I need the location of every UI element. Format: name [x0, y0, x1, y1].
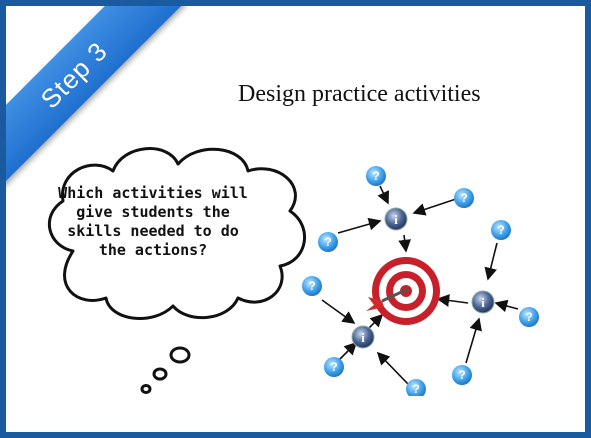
svg-text:?: ?: [497, 223, 504, 237]
info-bubble-icon: i: [351, 325, 375, 349]
thought-cloud: [47, 147, 306, 320]
svg-text:?: ?: [412, 382, 419, 396]
slide-title: Design practice activities: [238, 81, 481, 107]
svg-text:i: i: [481, 295, 485, 310]
svg-text:i: i: [394, 212, 398, 227]
question-mark-bubble-icon: ?: [302, 276, 322, 296]
question-mark-bubble-icon: ?: [519, 307, 539, 327]
thought-bubble: [47, 147, 306, 394]
info-bubble-icon: i: [384, 207, 408, 231]
svg-text:?: ?: [324, 235, 331, 249]
slide: Step 3 Design practice activities Which …: [6, 6, 585, 432]
question-mark-bubble-icon: ?: [324, 357, 344, 377]
svg-text:?: ?: [525, 310, 532, 324]
question-mark-bubble-icon: ?: [491, 220, 511, 240]
thought-line-4: the actions?: [98, 241, 208, 259]
thought-dot-large: [169, 346, 191, 364]
step-label: Step 3: [34, 35, 113, 114]
thought-text: Which activities will give students the …: [48, 184, 258, 260]
thought-line-3: skills needed to do: [67, 222, 239, 240]
svg-text:i: i: [361, 330, 365, 345]
thought-line-1: Which activities will: [58, 184, 248, 202]
info-bubble-icon: i: [471, 290, 495, 314]
svg-text:?: ?: [372, 169, 379, 183]
svg-text:?: ?: [460, 191, 467, 205]
svg-text:?: ?: [330, 360, 337, 374]
arrows: [321, 185, 519, 385]
question-mark-bubble-icon: ?: [366, 166, 386, 186]
question-mark-bubble-icon: ?: [318, 232, 338, 252]
thought-dot-small: [140, 384, 152, 394]
svg-text:?: ?: [308, 279, 315, 293]
thought-dot-medium: [152, 367, 168, 381]
target-with-dart-icon: [366, 257, 440, 325]
svg-text:?: ?: [458, 368, 465, 382]
thought-line-2: give students the: [76, 203, 230, 221]
activity-network-diagram: i i i ? ? ? ? ? ? ? ? ?: [302, 166, 539, 396]
question-mark-bubble-icon: ?: [452, 365, 472, 385]
question-mark-bubble-icon: ?: [454, 188, 474, 208]
question-mark-bubble-icon: ?: [406, 379, 426, 396]
